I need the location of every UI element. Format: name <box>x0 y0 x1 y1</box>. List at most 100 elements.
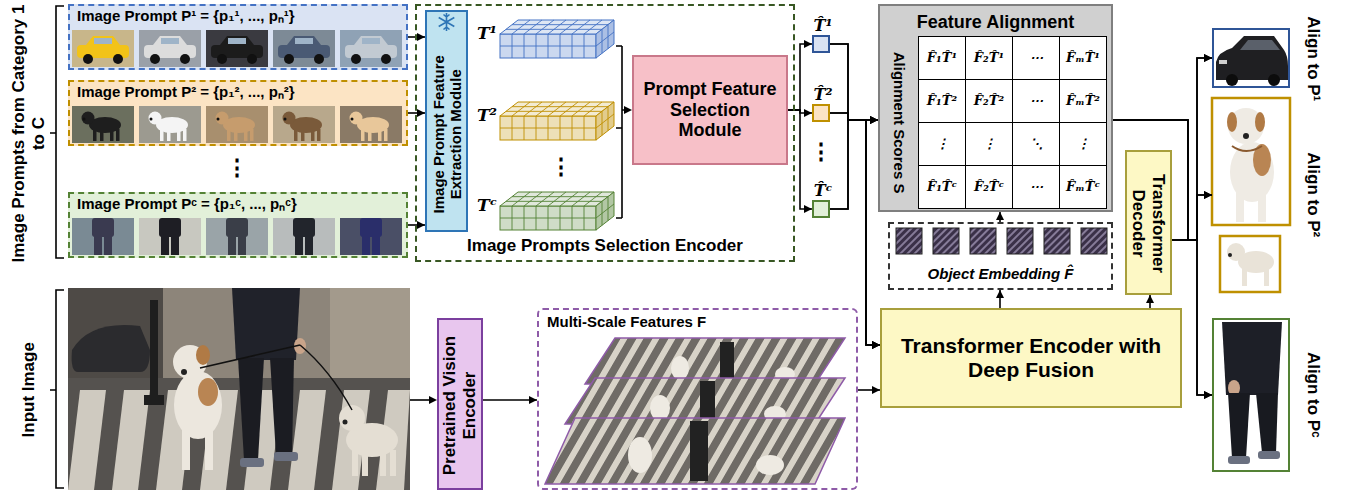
feature-label: Tᶜ <box>474 196 500 216</box>
arrowhead <box>417 109 425 117</box>
connector <box>830 44 878 124</box>
arrowhead <box>1204 391 1212 399</box>
table-cell: ⋮ <box>918 122 966 166</box>
table-cell: F̂₂T̂² <box>965 79 1013 123</box>
ellipsis: ⋮ <box>546 154 576 179</box>
ellipsis: ⋮ <box>806 139 836 164</box>
multi-scale-layers <box>720 342 734 380</box>
feature-cubes <box>500 20 614 58</box>
connector <box>830 116 878 209</box>
aligned-outputs <box>1212 98 1290 225</box>
feature-box: Multi-Scale Features F <box>537 308 858 490</box>
node-text: Alignment Scores S <box>890 36 907 208</box>
feature-cubes <box>616 46 625 218</box>
ellipsis: ⋮ <box>222 155 252 180</box>
arrowhead <box>804 205 812 213</box>
person-thumbnails <box>273 218 335 255</box>
side-label: Image Prompts from Category 1 to C <box>9 4 48 262</box>
input-photo <box>174 371 222 439</box>
car-thumbnails <box>340 30 402 67</box>
embedding-tokens <box>896 228 1107 254</box>
connector <box>830 113 878 124</box>
dog-thumbnails <box>283 112 323 142</box>
prompt-box: Image Prompt P² = {p₁², ..., pₙ²} <box>68 80 408 146</box>
aligned-outputs <box>1228 393 1250 458</box>
input-photo <box>238 358 264 460</box>
aligned-outputs <box>1212 36 1290 464</box>
input-photo <box>196 345 210 365</box>
aligned-outputs <box>1226 74 1238 86</box>
prompt-box: Image Prompt Pᶜ = {p₁ᶜ, ..., pₙᶜ} <box>68 192 408 258</box>
multi-scale-layers <box>756 455 784 475</box>
car-thumbnails <box>273 30 335 67</box>
input-photo <box>300 345 352 410</box>
table-cell: F̂₁T̂¹ <box>918 36 966 80</box>
node-text: Image Prompt Feature Extraction Module <box>429 38 464 230</box>
person-thumbnails <box>360 218 382 255</box>
input-photo <box>205 430 213 470</box>
node-text: Align to P² <box>1303 98 1323 292</box>
prompt-fills <box>68 4 408 70</box>
table-cell: F̂ₘT̂ᶜ <box>1059 165 1107 209</box>
encoder-group: Image Prompt Feature Extraction Module Pr… <box>415 4 795 262</box>
connector <box>996 212 1004 222</box>
car-thumbnails <box>278 36 330 64</box>
connector <box>1146 295 1154 308</box>
multi-scale-layers <box>585 338 845 384</box>
connector <box>788 110 812 213</box>
input-photo <box>181 369 187 375</box>
table-cell: ⋱ <box>1012 122 1060 166</box>
node-text: Pretrained Vision Encoder <box>440 323 479 487</box>
input-photo <box>68 390 106 490</box>
person-thumbnails <box>159 218 181 255</box>
extraction-module-fill <box>439 13 455 31</box>
input-photo <box>68 288 410 490</box>
input-photo <box>288 390 326 490</box>
aligned-outputs <box>1264 268 1269 286</box>
input-photo <box>198 378 218 406</box>
input-photo <box>429 396 437 404</box>
connector <box>1172 191 1212 240</box>
node-text: Feature Alignment <box>880 12 1111 33</box>
side-brackets <box>50 290 64 488</box>
feature-label: T¹ <box>474 24 500 44</box>
dog-thumbnails <box>273 106 335 143</box>
aligned-outputs <box>1258 195 1266 222</box>
table-cell: ⋮ <box>1059 122 1107 166</box>
aligned-outputs <box>1243 133 1249 139</box>
node-text: Transformer Encoder with Deep Fusion <box>888 334 1174 382</box>
multi-scale-layers <box>565 378 845 424</box>
output-box: Align to P¹ <box>1212 28 1290 88</box>
aligned-outputs <box>1258 451 1280 459</box>
input-photo <box>68 288 437 490</box>
embedding-tokens <box>1081 228 1107 254</box>
arrowhead <box>804 40 812 48</box>
aligned-outputs <box>1240 40 1280 50</box>
connector <box>996 290 1004 308</box>
arrowhead <box>417 221 425 229</box>
multi-scale-layers <box>545 418 845 484</box>
node-text: Image Prompts Selection Encoder <box>417 236 793 256</box>
input-photo <box>232 288 300 360</box>
car-thumbnails <box>72 30 402 67</box>
multi-scale-layers <box>671 356 689 380</box>
arrowhead <box>1204 191 1212 199</box>
multi-scale-layers <box>628 437 652 473</box>
token-box: T̂ᶜ <box>812 200 830 218</box>
person-thumbnails <box>92 218 114 255</box>
embedding-tokens <box>1044 228 1070 254</box>
aligned-outputs <box>1227 243 1245 261</box>
person-thumbnails <box>293 218 315 255</box>
side-brackets <box>50 6 64 488</box>
person-thumbnails <box>340 218 402 255</box>
connector-line <box>788 44 812 110</box>
input-photo <box>410 399 429 401</box>
embedding-box: Object Embedding F̂ <box>888 222 1113 290</box>
side-label: Input Image <box>19 290 39 490</box>
aligned-outputs <box>1220 236 1280 292</box>
node-text: Prompt Feature Selection Module <box>636 79 784 141</box>
dog-thumbnails <box>72 106 134 143</box>
side-brackets <box>50 6 64 258</box>
car-thumbnails <box>211 36 263 64</box>
node-text: Transformer Decoder <box>1129 155 1168 292</box>
